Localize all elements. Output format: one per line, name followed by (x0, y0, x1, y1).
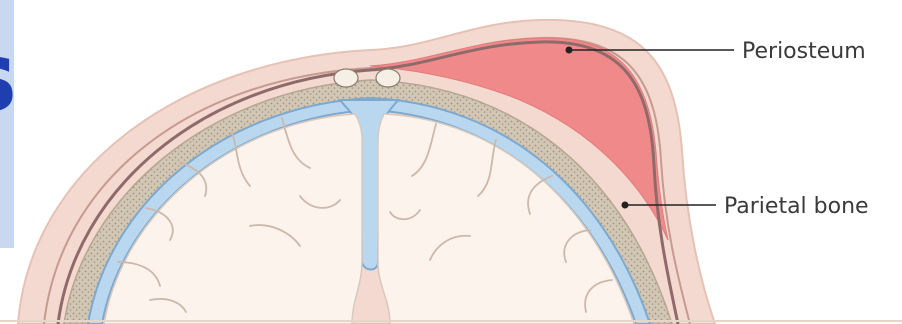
side-panel-glyph: s (0, 21, 17, 133)
parietal-bone-label: Parietal bone (724, 194, 869, 219)
side-panel: s (0, 0, 17, 248)
periosteum-label: Periosteum (742, 39, 866, 64)
